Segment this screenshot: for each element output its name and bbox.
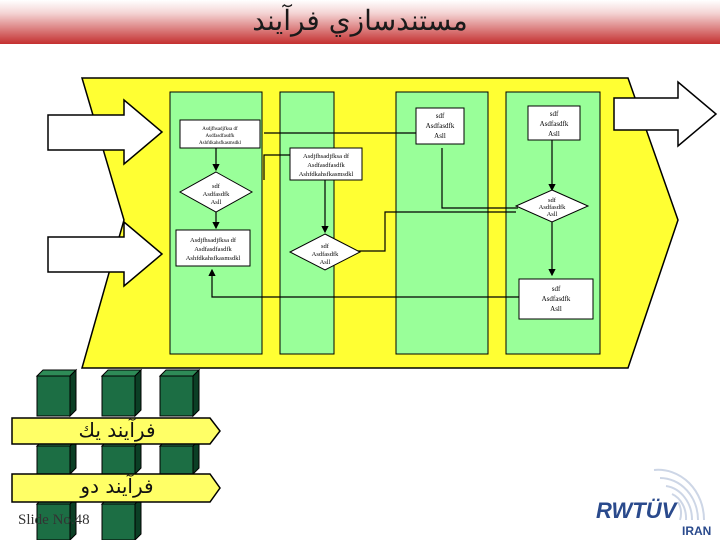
decision-diamond-1 (178, 171, 254, 213)
box1-line2: Asdfasdfasdfk (206, 134, 235, 139)
block-1 (35, 368, 78, 418)
block-6 (158, 438, 201, 476)
process-two-label: فرآيند دو (80, 474, 154, 498)
swimlane-2 (279, 91, 335, 355)
slide-number: Slide No.48 (18, 512, 90, 528)
block-4 (35, 438, 78, 476)
block-5 (100, 438, 143, 476)
rwtuv-logo: RWTÜV IRAN (596, 468, 711, 538)
process-one-pill (11, 417, 221, 445)
process-box-4 (289, 147, 363, 181)
box5-line3: Ashfdkahsfkasmsdkl (186, 255, 241, 262)
box4-line2: Asdfasdfasdfk (307, 162, 345, 169)
d2-line1: sdf (548, 197, 557, 204)
process-box-3 (527, 105, 581, 141)
page-title: مستندسازي فرآيند (252, 4, 468, 37)
process-box-6 (518, 278, 594, 320)
box6-line1: sdf (552, 285, 561, 293)
box3-line3: Asll (548, 130, 560, 138)
box1-line3: Ashfdkahsfkasmsdkl (199, 141, 242, 146)
d2-line2: Asdfasdfk (539, 204, 566, 211)
process-one-label: فرآيند يك (78, 418, 156, 442)
output-arrow (613, 80, 718, 148)
decision-diamond-2 (514, 189, 590, 223)
logo-region: IRAN (682, 524, 711, 538)
box3-line1: sdf (550, 110, 559, 118)
input-arrow-top (47, 98, 164, 166)
process-box-5 (175, 229, 251, 267)
process-box-2 (415, 107, 465, 145)
box4-line3: Ashfdkahsfkasmsdkl (299, 171, 354, 178)
box2-line3: Asll (434, 132, 446, 140)
d1-line1: sdf (212, 183, 221, 190)
input-arrow-bottom (47, 220, 164, 288)
box1-line1: Asdjfhsadjfksa df (202, 127, 238, 132)
d1-line3: Asll (211, 199, 222, 206)
box4-line1: Asdjfhsadjfksa df (303, 153, 350, 160)
decision-diamond-3 (288, 233, 362, 271)
d1-line2: Asdfasdfk (203, 191, 230, 198)
box2-line2: Asdfasdfk (426, 122, 455, 130)
box2-line1: sdf (436, 112, 445, 120)
box6-line2: Asdfasdfk (542, 295, 571, 303)
box6-line3: Asll (550, 305, 562, 313)
d3-line3: Asll (320, 259, 331, 266)
d2-line3: Asll (547, 211, 558, 218)
d3-line2: Asdfasdfk (312, 251, 339, 258)
block-2 (100, 368, 143, 418)
logo-brand: RWTÜV (596, 498, 679, 523)
d3-line1: sdf (321, 243, 330, 250)
box3-line2: Asdfasdfk (540, 120, 569, 128)
box5-line1: Asdjfhsadjfksa df (190, 237, 237, 244)
block-8 (100, 496, 143, 540)
process-two-pill (11, 473, 221, 503)
title-bar (0, 0, 720, 44)
block-3 (158, 368, 201, 418)
process-box-1 (179, 119, 261, 149)
box5-line2: Asdfasdfasdfk (194, 246, 232, 253)
